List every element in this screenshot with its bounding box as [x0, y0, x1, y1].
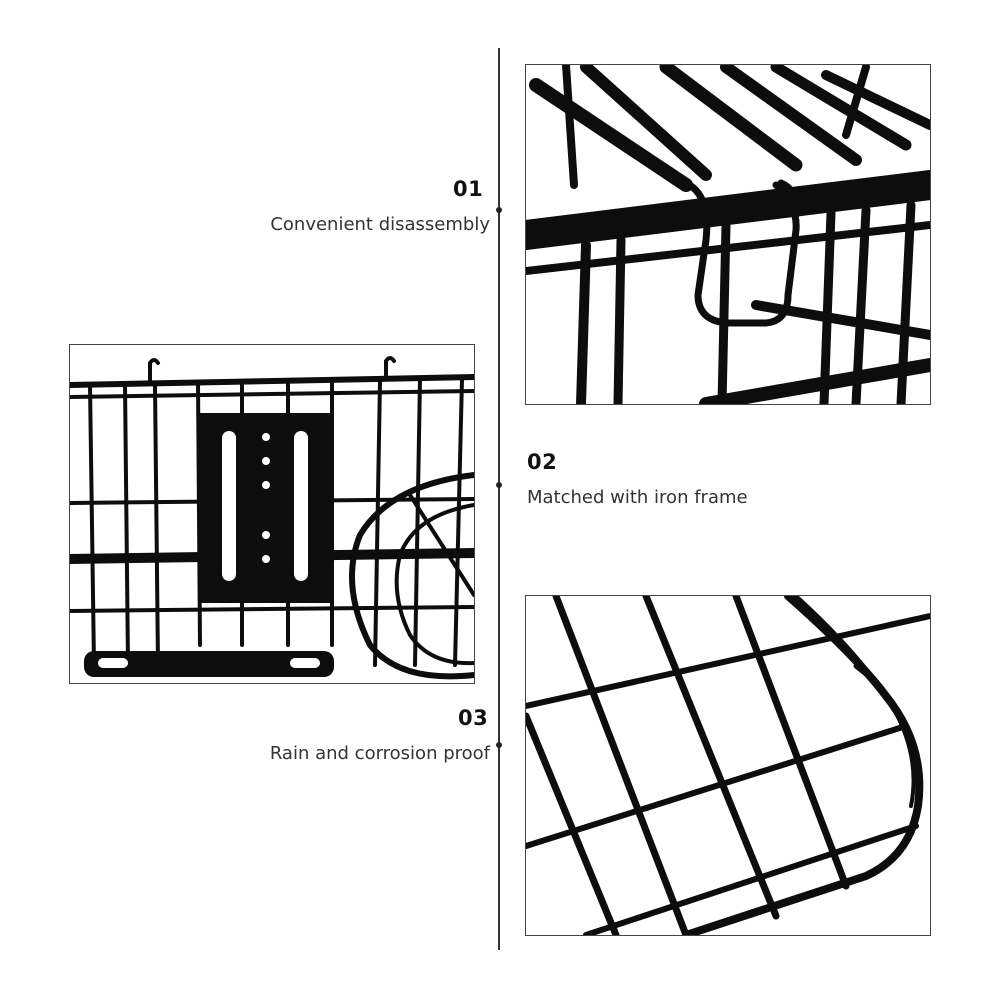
basket-front-image	[69, 344, 475, 684]
feature-number-1: 01	[453, 177, 484, 201]
timeline-dot-2	[496, 482, 502, 488]
feature-caption-1: Convenient disassembly	[270, 214, 490, 235]
timeline-dot-3	[496, 742, 502, 748]
timeline-dot-1	[496, 207, 502, 213]
feature-number-2: 02	[527, 450, 558, 474]
timeline-divider	[498, 48, 500, 950]
feature-caption-2: Matched with iron frame	[527, 487, 748, 508]
hook-detail-image	[525, 64, 931, 405]
basket-grid-image	[525, 595, 931, 936]
feature-number-3: 03	[458, 706, 489, 730]
feature-caption-3: Rain and corrosion proof	[269, 743, 490, 764]
